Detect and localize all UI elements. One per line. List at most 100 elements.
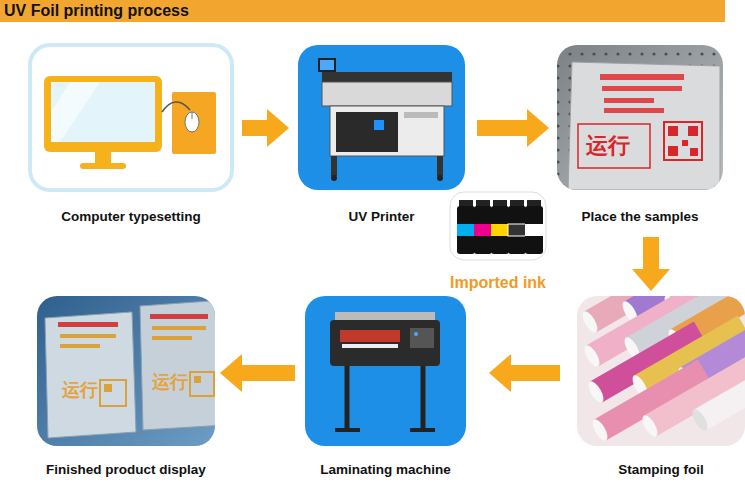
laminator-illustration-part [335, 312, 435, 320]
foil-rolls-photo-part-part [580, 309, 601, 335]
computer-illustration-part [30, 45, 232, 190]
diagram-title: UV Foil printing process [4, 2, 189, 20]
foil-rolls-photo-part-part [640, 413, 661, 439]
process-step: Place the samples [557, 45, 723, 225]
computer-illustration-part [172, 92, 216, 154]
computer-illustration-part [51, 82, 155, 142]
step-label: Computer typesetting [0, 209, 272, 225]
image-frame [30, 45, 232, 190]
laminator-illustration-part [330, 320, 440, 366]
sample-plate-photo-part [604, 98, 654, 103]
laminator-illustration-part [421, 366, 426, 430]
step-label: Imported ink [410, 274, 586, 292]
ink-bottles-illustration-part [457, 206, 475, 254]
foil-rolls-photo-part [690, 350, 745, 433]
laminator-illustration-part [305, 296, 466, 446]
ink-bottles-illustration-part [525, 206, 543, 254]
sample-plate-photo-part [568, 62, 720, 190]
laminator-illustration-part [340, 330, 400, 342]
laminator-illustration-part [342, 344, 398, 348]
foil-rolls-photo-part-part [590, 417, 611, 443]
sample-plate-photo-part [578, 124, 650, 168]
ink-bottles-illustration-part [450, 192, 546, 260]
uv-printer-illustration-part [437, 156, 443, 176]
sample-plate-photo-part [690, 148, 698, 156]
finished-product-photo-part [60, 344, 100, 348]
ink-bottles-illustration-part [474, 224, 492, 236]
sample-plate-photo-part [604, 108, 664, 113]
ink-bottles-illustration-part [525, 224, 543, 236]
ink-bottles-illustration-part [491, 224, 509, 236]
sample-plate-photo-part [602, 86, 682, 91]
flow-arrow [643, 237, 659, 269]
laminator-illustration-part [410, 328, 434, 348]
laminator-illustration-part [414, 332, 418, 336]
uv-printer-illustration-part [322, 82, 452, 106]
process-step: Stamping foil [577, 296, 745, 478]
computer-illustration-part [95, 152, 111, 164]
ink-bottles-illustration-part [476, 200, 490, 207]
ink-bottles-illustration [450, 192, 546, 260]
uv-printer-illustration-part [331, 175, 337, 181]
computer-illustration-part [185, 112, 199, 132]
finished-product-photo-part [45, 312, 136, 438]
ink-bottles-illustration-part [510, 200, 524, 207]
finished-product-photo-part [58, 322, 118, 327]
finished-product-photo-part [140, 300, 215, 430]
sample-plate-photo-part [600, 74, 684, 80]
sample-plate-photo-part [557, 45, 723, 190]
sample-plate-photo [557, 45, 723, 190]
uv-printer-illustration-part [320, 60, 334, 70]
step-label: UV Printer [258, 209, 505, 225]
plate-text: 运行 [152, 370, 188, 394]
ink-bottles-illustration-part [457, 224, 475, 236]
process-step: Computer typesetting [30, 45, 232, 225]
sample-plate-photo-part [557, 45, 723, 190]
process-step: Laminating machine [305, 296, 466, 478]
foil-rolls-photo-part-part [586, 379, 607, 405]
ink-bottles-illustration-part [493, 200, 507, 207]
process-step: UV Printer [298, 45, 465, 225]
computer-illustration [30, 45, 232, 190]
ink-bottles-illustration-part [474, 206, 492, 254]
ink-bottles-illustration-part [459, 200, 473, 207]
image-frame [37, 296, 215, 446]
ink-bottles-illustration-part [508, 206, 526, 254]
uv-printer-illustration-part [404, 112, 438, 118]
finished-product-photo [37, 296, 215, 446]
foil-rolls-photo-part-part [582, 343, 603, 369]
plate-text: 运行 [62, 378, 98, 402]
sample-plate-photo-part [664, 122, 702, 160]
foil-rolls-photo-part-part [690, 407, 711, 433]
step-label: Place the samples [517, 209, 745, 225]
step-label: Stamping foil [537, 462, 745, 478]
image-frame [305, 296, 466, 446]
flow-arrow [511, 365, 560, 381]
uv-printer-illustration-part [322, 72, 452, 82]
sample-plate-photo-part [668, 126, 678, 136]
flow-arrow [242, 120, 267, 136]
flow-arrow [477, 120, 527, 136]
laminator-illustration-part [345, 366, 350, 430]
foil-rolls-photo [577, 296, 745, 446]
uv-printer-illustration-part [336, 112, 398, 152]
finished-product-photo-part [150, 314, 208, 319]
uv-printer-illustration [298, 45, 465, 190]
finished-product-photo-part [190, 372, 214, 396]
image-frame [577, 296, 745, 446]
uv-printer-illustration-part [330, 106, 444, 156]
image-frame [557, 45, 723, 190]
laminator-illustration-part [335, 428, 360, 432]
computer-illustration-part [162, 102, 190, 112]
finished-product-photo-part [60, 334, 116, 338]
ink-bottles-illustration-part [527, 200, 541, 207]
computer-illustration-part [192, 112, 193, 119]
laminator-illustration-part [410, 428, 435, 432]
laminator-illustration [305, 296, 466, 446]
uv-printer-illustration-part [437, 175, 443, 181]
ink-image-box: Imported ink [450, 192, 546, 292]
